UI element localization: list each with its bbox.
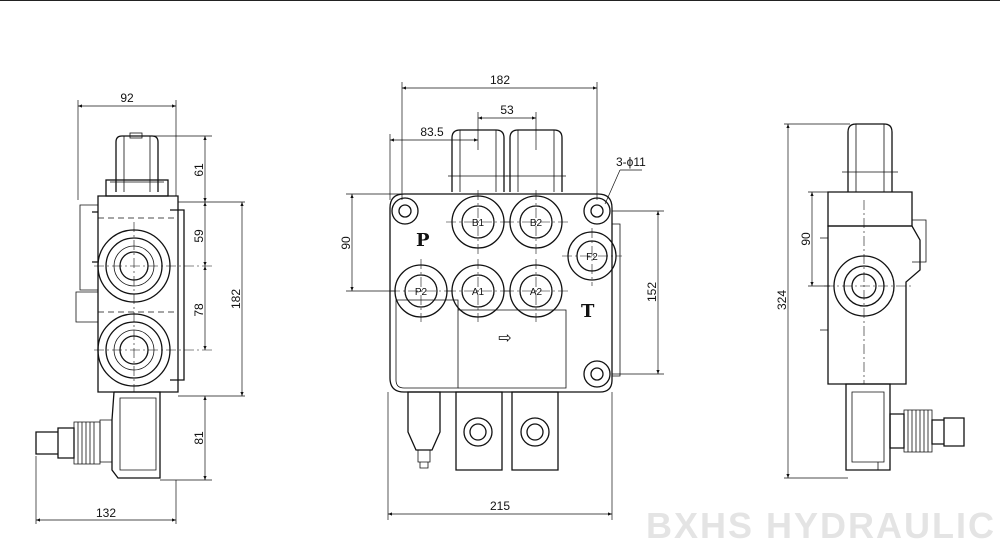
right-body: [827, 225, 921, 385]
top-border-line: [0, 0, 1000, 1]
mount-hole-top-left: [391, 197, 419, 225]
right-handle: [847, 123, 893, 192]
dim-front-152: 152: [645, 282, 659, 302]
port-a2: A2: [504, 259, 568, 322]
svg-text:P2: P2: [415, 287, 428, 298]
dim-left-59: 59: [192, 229, 206, 243]
dim-left-132: 132: [96, 506, 116, 520]
dim-right-324: 324: [775, 290, 789, 310]
dim-left-81: 81: [192, 431, 206, 445]
right-bottom-cap: [845, 383, 891, 471]
left-bottom-cap: [111, 391, 161, 479]
svg-text:B2: B2: [530, 218, 543, 229]
svg-text:A2: A2: [530, 287, 543, 298]
label-t: T: [581, 301, 595, 322]
port-b1: B1: [446, 190, 510, 254]
front-spool-cap-1: [455, 391, 503, 471]
dim-front-holes: 3-ϕ11: [616, 155, 646, 169]
dim-left-width-92: 92: [120, 91, 134, 105]
flow-arrow-icon: ⇨: [498, 330, 511, 347]
dim-front-90: 90: [339, 236, 353, 250]
left-handle: [115, 135, 159, 192]
dim-left-78: 78: [192, 303, 206, 317]
dim-front-83-5: 83.5: [420, 125, 444, 139]
left-body: [97, 195, 179, 393]
dim-left-182: 182: [229, 289, 243, 309]
dim-front-53: 53: [500, 103, 514, 117]
svg-text:B1: B1: [472, 218, 485, 229]
dim-right-90: 90: [799, 232, 813, 246]
port-f2: F2: [562, 228, 622, 286]
dim-left-61: 61: [192, 163, 206, 177]
svg-text:A1: A1: [472, 287, 485, 298]
right-fitting: [931, 417, 965, 447]
dim-front-215: 215: [490, 499, 510, 513]
svg-text:F2: F2: [586, 252, 598, 263]
front-view: B1 B2 F2 P2 A1: [339, 73, 664, 520]
front-body: [389, 193, 613, 393]
right-side-view: 324 90: [775, 123, 965, 479]
front-spool-cap-2: [511, 391, 559, 471]
mount-hole-bottom-right: [583, 360, 611, 388]
port-a1: A1: [446, 259, 510, 322]
left-side-view: 92 61 59 78 182 81 132: [35, 91, 245, 524]
label-p: P: [416, 230, 430, 251]
front-left-plug: [407, 391, 441, 451]
watermark-logo: BXHS HYDRAULIC: [646, 505, 996, 546]
port-p2: P2: [390, 259, 452, 322]
port-b2: B2: [504, 190, 568, 254]
left-fitting: [35, 427, 75, 459]
dim-front-182: 182: [490, 73, 510, 87]
